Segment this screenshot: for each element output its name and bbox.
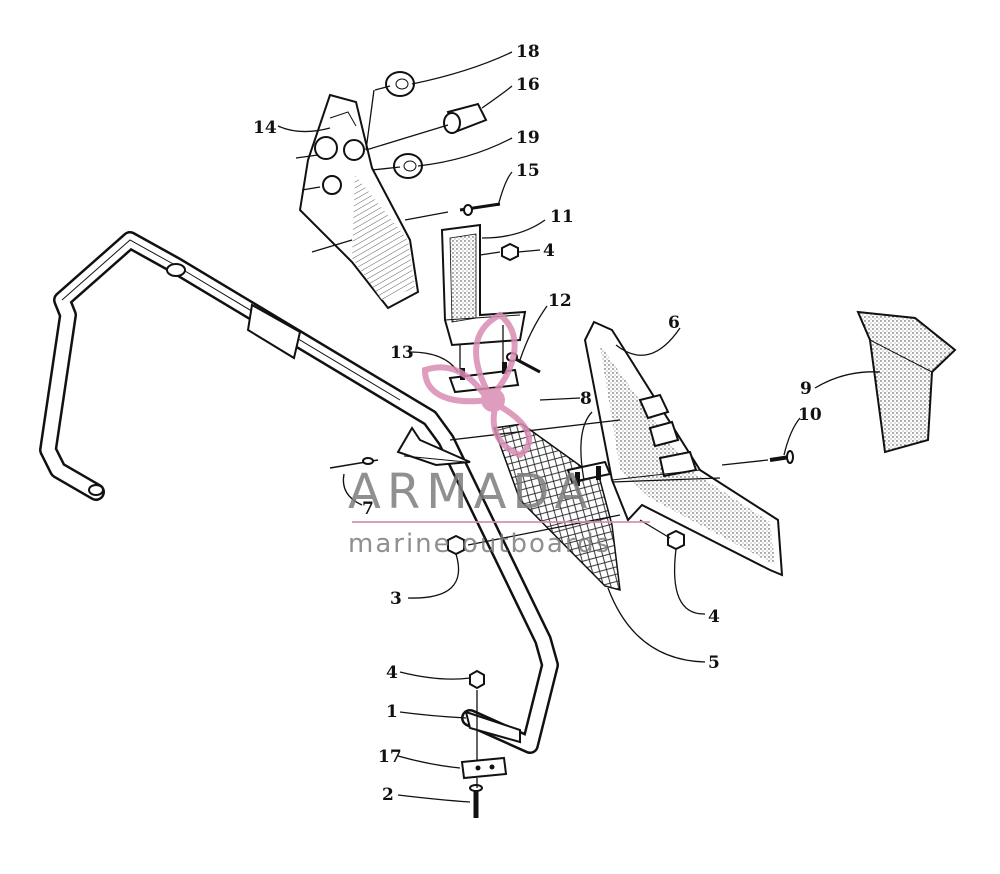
nut-part-4-right: [667, 529, 685, 551]
callout-11: 11: [550, 207, 574, 227]
callout-4-top: 4: [543, 241, 555, 261]
callout-18: 18: [516, 42, 540, 62]
pin-15: [459, 202, 501, 216]
callout-14: 14: [253, 118, 277, 138]
callout-17: 17: [378, 747, 402, 767]
watermark-tagline: marine outboards: [348, 529, 611, 559]
mesh-grate-part-5: [492, 423, 621, 592]
bushing-16: [443, 102, 488, 134]
pin-part-7: [329, 457, 379, 469]
nut-4-top: [501, 242, 519, 262]
callout-10: 10: [798, 405, 822, 425]
bolt-part-10: [769, 450, 794, 464]
callout-15: 15: [516, 161, 540, 181]
side-plate-part-14: [298, 93, 420, 310]
callout-4-right: 4: [708, 607, 720, 627]
callout-1: 1: [386, 702, 398, 722]
watermark-brand: ARMADA: [348, 464, 593, 520]
assembly-lines: [295, 85, 769, 788]
nut-washer-19: [393, 153, 423, 179]
step-panel-part-6: [583, 320, 784, 577]
bumper-tube: [39, 231, 559, 754]
callout-2: 2: [382, 785, 394, 805]
leader-lines: [277, 51, 881, 803]
callout-8: 8: [580, 389, 592, 409]
clamp-part-8: [566, 460, 612, 486]
callout-9: 9: [800, 379, 812, 399]
nut-washer-18: [385, 71, 415, 97]
callout-5: 5: [708, 653, 720, 673]
watermark: ARMADA marine outboards: [348, 311, 650, 559]
callout-12: 12: [548, 291, 572, 311]
callout-16: 16: [516, 75, 540, 95]
nut-part-4-bottom: [469, 669, 485, 690]
foam-block-part-9: [856, 310, 957, 454]
callout-7: 7: [362, 499, 374, 519]
callout-6: 6: [668, 313, 680, 333]
nut-part-3: [447, 534, 465, 556]
callout-19: 19: [516, 128, 540, 148]
callout-13: 13: [390, 343, 414, 363]
bolt-part-2: [469, 784, 483, 818]
callout-labels: 18 16 14 19 15 11 4 12 6 13 9 8 10 7 3 4…: [253, 42, 822, 805]
plate-part-17: [460, 756, 508, 780]
callout-4-bottom: 4: [386, 663, 398, 683]
callout-3: 3: [390, 589, 402, 609]
propeller-logo: [421, 311, 533, 459]
